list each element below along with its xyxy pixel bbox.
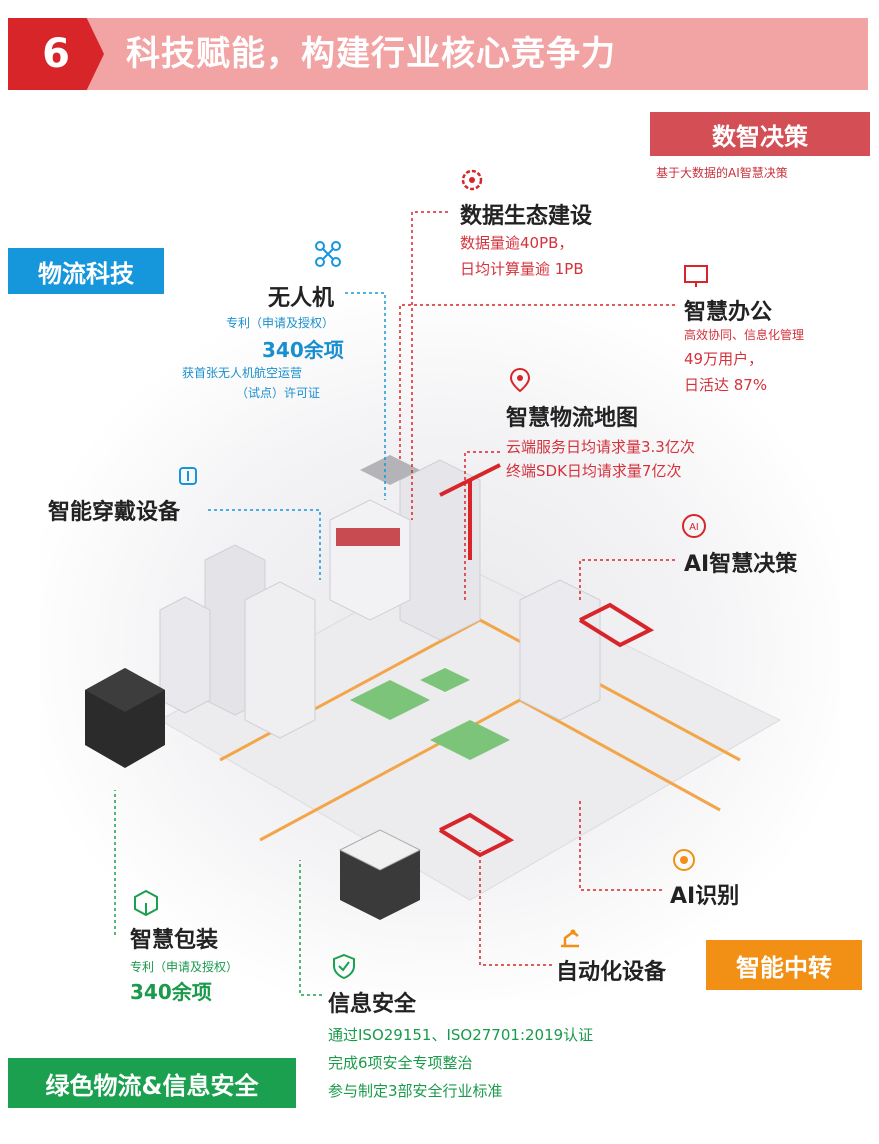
wearable-device-icon <box>179 467 197 485</box>
section-header: 6 科技赋能，构建行业核心竞争力 <box>8 18 868 90</box>
smart-map-title: 智慧物流地图 <box>506 406 639 431</box>
drone-patent-label: 专利（申请及授权） <box>226 316 335 330</box>
drone-patent-value: 340余项 <box>262 338 344 362</box>
info-security-line-3: 参与制定3部安全行业标准 <box>328 1082 503 1100</box>
map-pin-icon <box>509 367 531 393</box>
svg-text:AI: AI <box>689 522 698 533</box>
ai-recognition-title: AI识别 <box>670 884 740 909</box>
drone-license-2: （试点）许可证 <box>236 386 321 400</box>
tag-smart-transfer: 智能中转 <box>706 940 862 990</box>
package-icon <box>134 889 158 916</box>
drone-license-1: 获首张无人机航空运营 <box>182 366 303 380</box>
tag-data-decision-sub: 基于大数据的AI智慧决策 <box>656 166 788 180</box>
robot-arm-icon <box>561 929 579 948</box>
smart-pack-patent-value: 340余项 <box>130 980 212 1004</box>
smart-office-line-3: 日活达 87% <box>684 376 768 394</box>
ai-icon: AI <box>682 514 706 538</box>
smart-pack-patent-label: 专利（申请及授权） <box>130 960 239 974</box>
section-number: 6 <box>8 18 104 90</box>
eye-icon <box>673 849 695 871</box>
drone-icon <box>315 241 341 267</box>
automation-title: 自动化设备 <box>556 960 667 985</box>
data-eco-line-1: 数据量逾40PB， <box>460 234 574 252</box>
drone-title: 无人机 <box>268 286 335 311</box>
tag-green-security: 绿色物流&信息安全 <box>8 1058 296 1108</box>
tag-data-decision: 数智决策 <box>650 112 870 156</box>
smart-map-line-1: 云端服务日均请求量3.3亿次 <box>506 438 695 456</box>
wearable-title: 智能穿戴设备 <box>48 500 181 525</box>
ai-decision-title: AI智慧决策 <box>684 552 798 577</box>
data-eco-line-2: 日均计算量逾 1PB <box>460 260 584 278</box>
shield-icon <box>333 953 355 980</box>
smart-office-line-1: 高效协同、信息化管理 <box>684 328 805 342</box>
data-eco-title: 数据生态建设 <box>460 204 593 229</box>
info-security-line-2: 完成6项安全专项整治 <box>328 1054 473 1072</box>
section-title: 科技赋能，构建行业核心竞争力 <box>126 34 616 74</box>
info-security-title: 信息安全 <box>328 992 417 1017</box>
smart-pack-title: 智慧包装 <box>130 928 219 953</box>
gear-icon <box>461 169 483 191</box>
info-security-line-1: 通过ISO29151、ISO27701:2019认证 <box>328 1026 594 1044</box>
smart-office-line-2: 49万用户， <box>684 350 764 368</box>
smart-office-title: 智慧办公 <box>684 300 773 325</box>
monitor-icon <box>684 265 708 287</box>
tag-logistics-tech: 物流科技 <box>8 248 164 294</box>
smart-map-line-2: 终端SDK日均请求量7亿次 <box>506 462 682 480</box>
